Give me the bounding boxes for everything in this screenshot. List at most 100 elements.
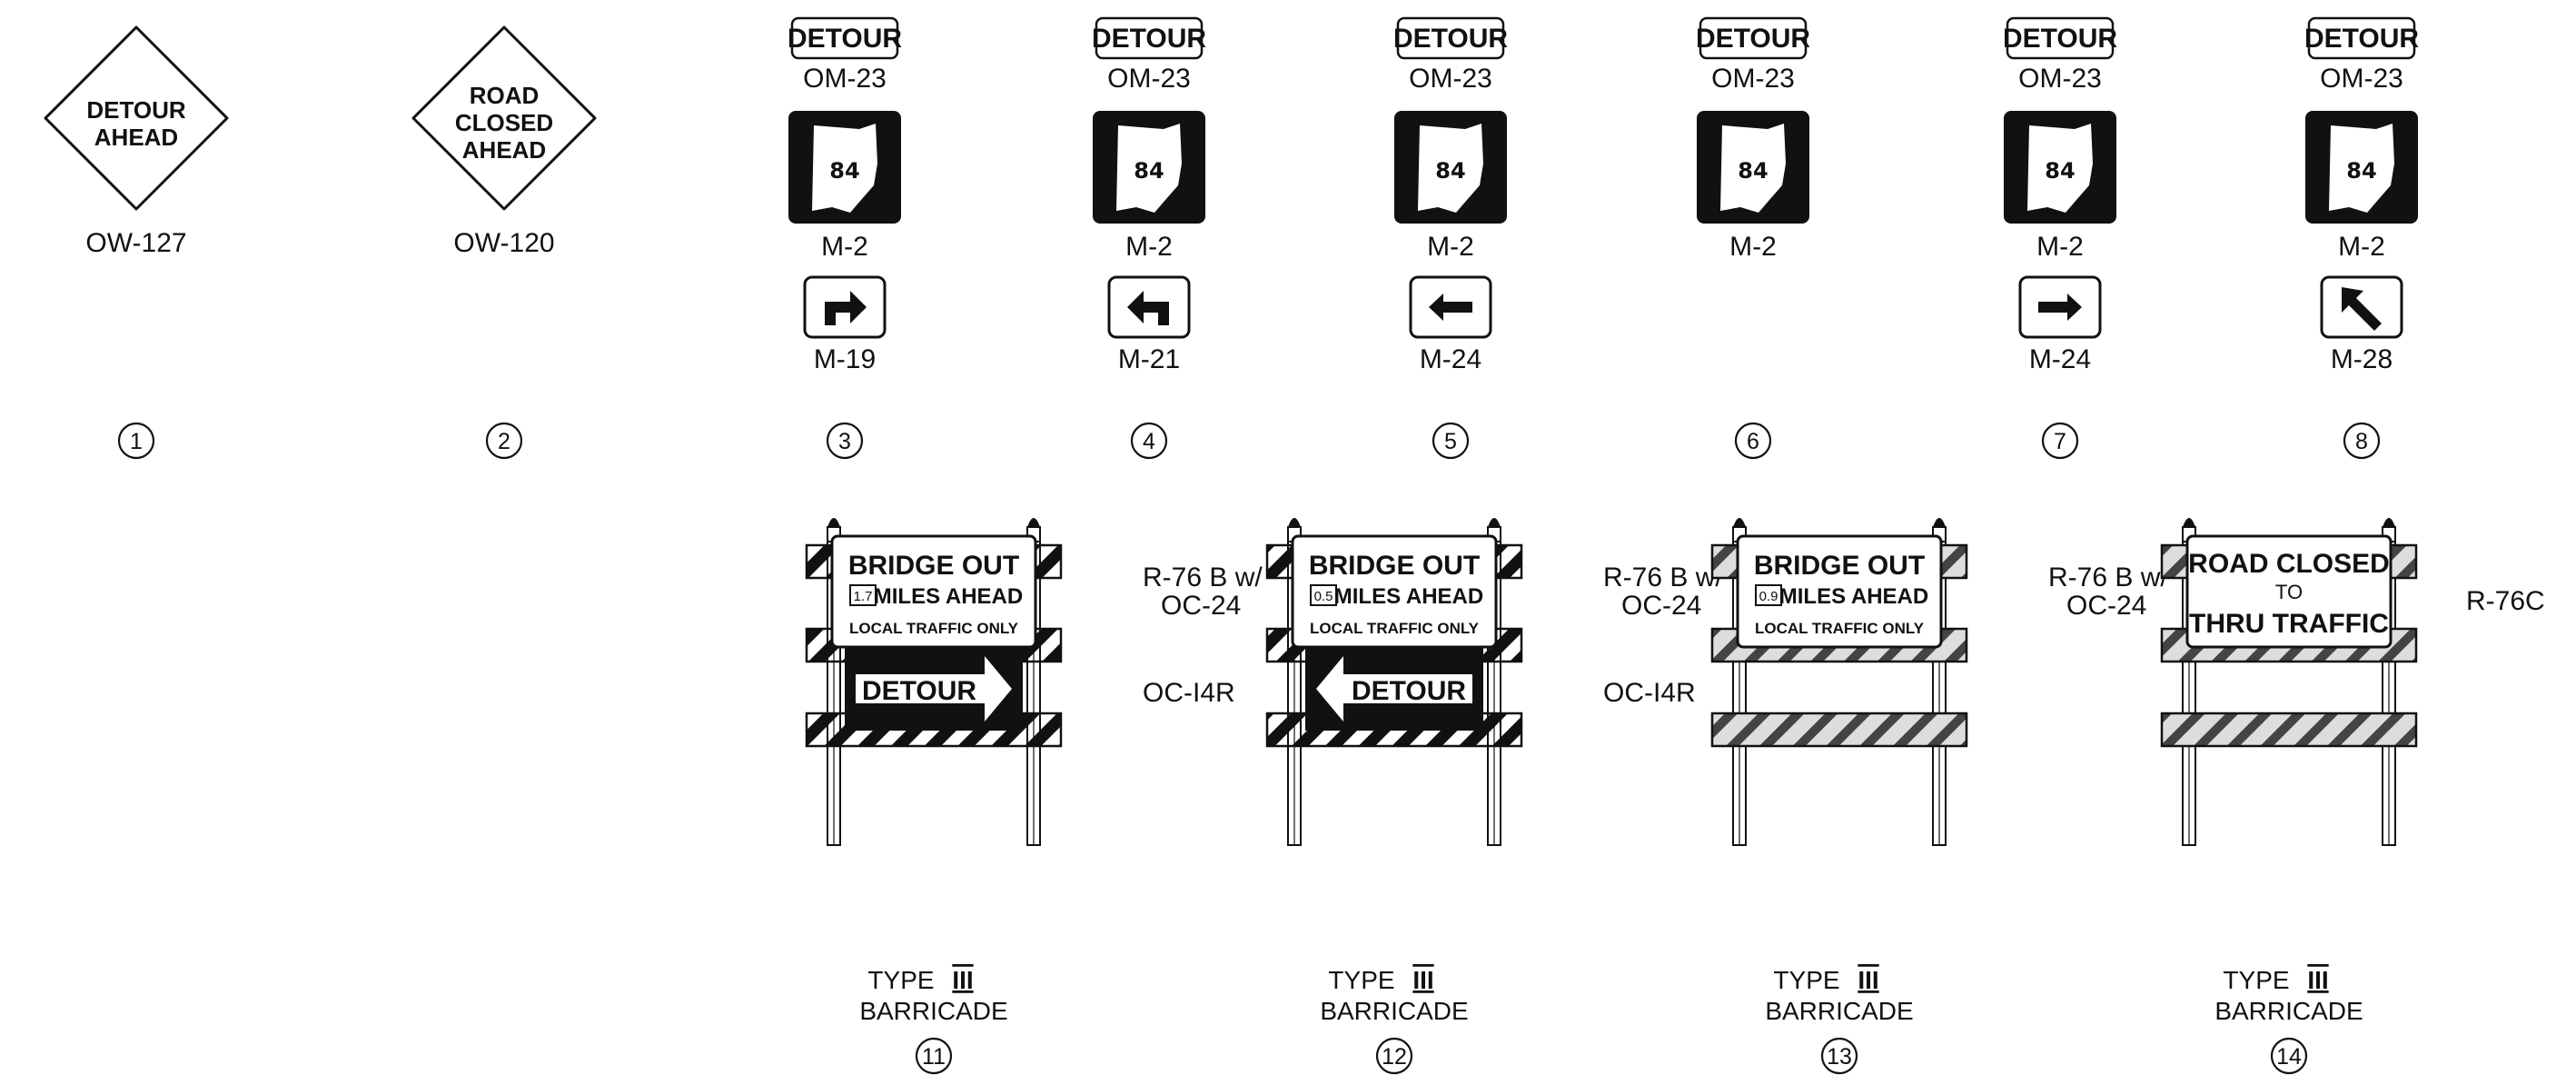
warning-light-icon — [827, 518, 840, 527]
barricade-type-label: TYPE — [1328, 966, 1394, 994]
barricade-type-label: TYPE — [867, 966, 934, 994]
sign-code-label: OW-120 — [453, 228, 554, 258]
number-circle-outline — [826, 422, 864, 460]
detour-marker-border — [1095, 16, 1204, 60]
barricade-sign-code: R-76 B w/ — [1143, 562, 1263, 592]
number-circle-outline — [2041, 422, 2079, 460]
sign-number-label: 8 — [2355, 429, 2368, 454]
warning-light-icon — [2383, 518, 2395, 527]
diamond-sign-text: CLOSED — [455, 109, 553, 136]
ohio-state-outline-icon — [812, 124, 877, 213]
route-marker-code: M-2 — [1729, 232, 1777, 262]
barricade-rail — [1710, 712, 1968, 748]
diamond-sign-text: AHEAD — [462, 136, 546, 164]
barricade-type-label: TYPE — [1773, 966, 1839, 994]
sign-number-3: 3 — [826, 422, 864, 460]
barricade-sign-line1: BRIDGE OUT — [1754, 551, 1925, 581]
sign-number-label: 6 — [1747, 429, 1759, 454]
barricade-sign-code: R-76 B w/ — [2048, 562, 2168, 592]
barricade-sign-line1: ROAD CLOSED — [2188, 549, 2390, 579]
warning-light-icon — [1488, 518, 1501, 527]
miles-plaque-border — [1755, 584, 1782, 606]
sign-number-12: 12 — [1375, 1037, 1413, 1075]
route-number: 84 — [1435, 158, 1465, 184]
sign-number-1: 1 — [117, 422, 155, 460]
detour-marker-code: OM-23 — [803, 64, 887, 94]
ohio-state-outline-icon — [2329, 124, 2394, 213]
diagonal-up-left-arrow-icon — [2342, 287, 2382, 331]
barricade-type-caption: BARRICADE — [1765, 997, 1913, 1025]
diamond-sign-text: ROAD — [470, 82, 540, 109]
sign-code-label: OW-127 — [85, 228, 186, 258]
detour-marker-text: DETOUR — [788, 24, 902, 54]
barricade-type-roman: III — [1858, 966, 1878, 994]
number-circle-outline — [2270, 1037, 2308, 1075]
number-circle-outline — [1130, 422, 1168, 460]
miles-plaque-value: 1.7 — [854, 589, 873, 604]
right-arrow-icon — [2038, 294, 2082, 321]
barricade-type-roman: III — [2307, 966, 2328, 994]
detour-marker-text: DETOUR — [1393, 24, 1508, 54]
detour-marker-text: DETOUR — [2003, 24, 2117, 54]
warning-light-icon — [1027, 518, 1040, 527]
detour-marker-border — [1699, 16, 1808, 60]
turn-right-arrow-icon — [825, 291, 867, 325]
route-number: 84 — [2045, 158, 2075, 184]
sign-number-7: 7 — [2041, 422, 2079, 460]
detour-marker-text: DETOUR — [2304, 24, 2419, 54]
diamond-sign-face — [44, 25, 229, 211]
sign-number-label: 5 — [1444, 429, 1457, 454]
barricade-sign-panel — [1736, 534, 1943, 649]
barricade-type-caption: BARRICADE — [859, 997, 1007, 1025]
sign-number-label: 12 — [1382, 1044, 1407, 1070]
route-marker-code: M-2 — [2338, 232, 2385, 262]
miles-plaque-border — [849, 584, 877, 606]
sign-number-2: 2 — [485, 422, 523, 460]
miles-plaque-border — [1310, 584, 1337, 606]
barricade-sign-panel — [2185, 534, 2393, 649]
diamond-sign-face — [411, 25, 597, 211]
detour-marker-code: OM-23 — [2320, 64, 2403, 94]
sign-number-4: 4 — [1130, 422, 1168, 460]
detour-panel-code: OC-I4R — [1143, 678, 1235, 708]
number-circle-outline — [1375, 1037, 1413, 1075]
barricade-sign-line3: THRU TRAFFIC — [2189, 609, 2389, 639]
barricade-type-caption: BARRICADE — [2214, 997, 2363, 1025]
route-number: 84 — [2346, 158, 2376, 184]
sign-number-label: 14 — [2276, 1044, 2302, 1070]
barricade-sign-line2: MILES AHEAD — [1779, 584, 1928, 609]
sign-number-14: 14 — [2270, 1037, 2308, 1075]
route-marker-code: M-2 — [2036, 232, 2084, 262]
barricade-type-roman: III — [1412, 966, 1433, 994]
sign-number-11: 11 — [915, 1037, 953, 1075]
barricade-sign-line1: BRIDGE OUT — [1309, 551, 1480, 581]
miles-plaque-value: 0.5 — [1314, 589, 1333, 604]
detour-marker-border — [2307, 16, 2416, 60]
barricade-type-roman: III — [952, 966, 973, 994]
arrow-panel-code: M-19 — [814, 344, 876, 374]
sign-number-label: 7 — [2054, 429, 2066, 454]
sign-number-6: 6 — [1734, 422, 1772, 460]
barricade-sign-line2: TO — [2275, 581, 2303, 603]
sign-number-label: 2 — [498, 429, 510, 454]
detour-marker-text: DETOUR — [1092, 24, 1206, 54]
barricade-sign-code2: OC-24 — [2066, 591, 2146, 621]
diamond-sign-text: DETOUR — [86, 96, 186, 124]
diamond-sign-text: AHEAD — [94, 124, 178, 151]
warning-light-icon — [1288, 518, 1301, 527]
number-circle-outline — [485, 422, 523, 460]
number-circle-outline — [915, 1037, 953, 1075]
detour-marker-code: OM-23 — [1107, 64, 1191, 94]
barricade-sign-code2: OC-24 — [1621, 591, 1701, 621]
sign-number-label: 3 — [838, 429, 851, 454]
barricade-sign-code2: OC-24 — [1161, 591, 1241, 621]
detour-marker-code: OM-23 — [2018, 64, 2102, 94]
number-circle-outline — [2343, 422, 2381, 460]
warning-light-icon — [1933, 518, 1946, 527]
